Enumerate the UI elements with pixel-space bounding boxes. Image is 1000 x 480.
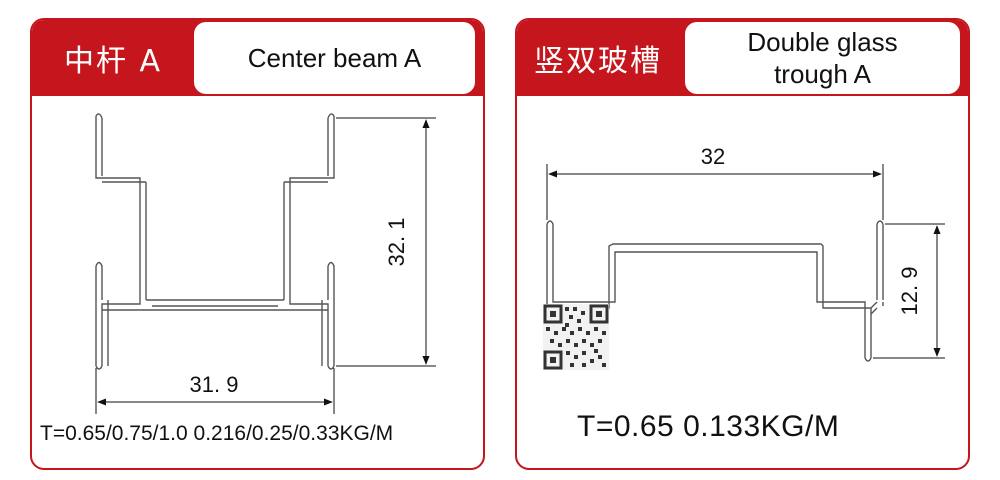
center-beam-profile-drawing: 32. 1 31. 9 xyxy=(95,113,436,414)
product-code: 中杆 A xyxy=(63,44,163,79)
height-dimension-label: 12. 9 xyxy=(897,267,922,316)
product-code: 竖双玻槽 xyxy=(534,44,662,79)
product-name-line: Double glass xyxy=(747,26,898,57)
qr-code-icon xyxy=(543,304,609,370)
card-header: 竖双玻槽 Double glass trough A xyxy=(517,20,968,96)
product-name: Center beam A xyxy=(194,22,475,94)
profile-card-center-beam: 中杆 A Center beam A 32. 1 31. 9 T=0.65/0.… xyxy=(30,18,485,470)
spec-text: T=0.65/0.75/1.0 0.216/0.25/0.33KG/M xyxy=(40,422,394,445)
product-name-line: Center beam A xyxy=(247,42,422,73)
product-name-line: trough A xyxy=(774,59,871,89)
width-dimension-label: 32 xyxy=(701,144,725,169)
spec-text: T=0.65 0.133KG/M xyxy=(577,410,840,443)
profile-card-double-glass-trough: 竖双玻槽 Double glass trough A 32 12. 9 xyxy=(515,18,970,470)
height-dimension-label: 32. 1 xyxy=(384,218,409,267)
product-name: Double glass trough A xyxy=(685,22,960,94)
width-dimension-label: 31. 9 xyxy=(190,372,239,397)
glass-trough-profile-drawing: 32 12. 9 xyxy=(543,144,945,370)
card-header: 中杆 A Center beam A xyxy=(32,20,483,96)
center-beam-profile-outline xyxy=(95,113,335,370)
